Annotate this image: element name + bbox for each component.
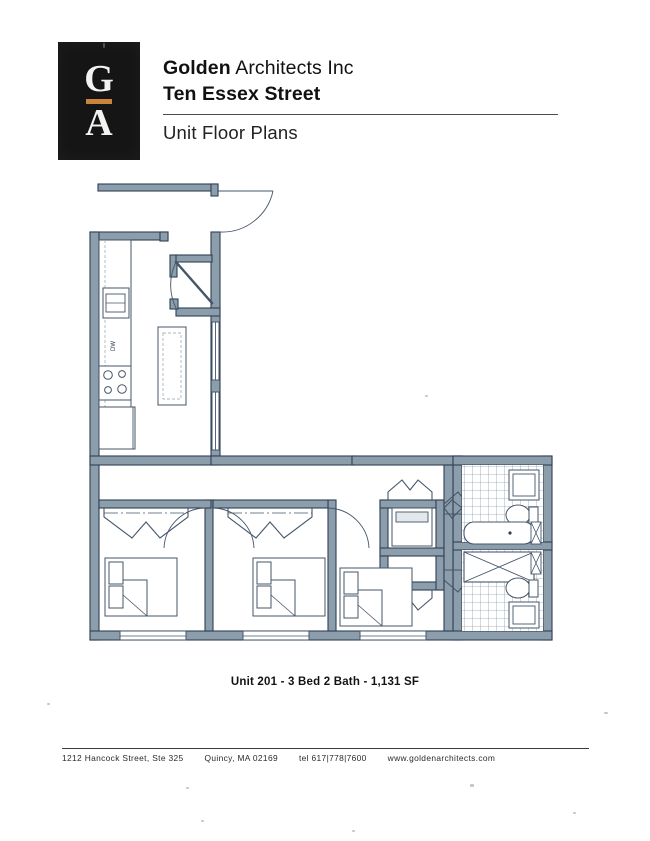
scan-artifact [103, 43, 105, 48]
plan-walls [89, 183, 553, 641]
project-title: Ten Essex Street [163, 83, 321, 105]
scan-artifact [425, 395, 428, 397]
company-name: Golden Architects Inc [163, 55, 563, 81]
footer-city-state-zip: Quincy, MA 02169 [204, 753, 278, 763]
logo-letter-a: A [85, 101, 113, 144]
logo-letter-g: G [84, 57, 114, 100]
floor-plan-drawing: DW [0, 170, 650, 670]
scan-artifact [47, 703, 50, 705]
bedroom-furniture [104, 557, 413, 627]
bathroom-1 [462, 465, 543, 545]
scan-artifact [201, 820, 204, 822]
scan-artifact [186, 787, 189, 789]
kitchen-fixtures: DW [98, 239, 187, 450]
logo-divider-bar [86, 98, 112, 104]
washer-dryer [391, 507, 433, 547]
scan-artifact [573, 812, 576, 814]
footer-phone: tel 617|778|7600 [298, 753, 367, 763]
sheet-header: G A Golden Architects Inc Ten Essex Stre… [0, 0, 650, 180]
footer-address: 1212 Hancock Street, Ste 325 [62, 753, 184, 763]
sheet-footer: 1212 Hancock Street, Ste 325 Quincy, MA … [62, 753, 589, 763]
plan-caption: Unit 201 - 3 Bed 2 Bath - 1,131 SF [230, 676, 420, 688]
sheet-title: Unit Floor Plans [163, 122, 298, 143]
plan-windows [119, 321, 427, 641]
floor-plan-svg: DW [89, 183, 553, 641]
header-text-block: Golden Architects Inc Ten Essex Street U… [163, 55, 563, 145]
bathroom-2 [462, 550, 543, 631]
company-name-rest: Architects Inc [230, 57, 354, 79]
header-divider [163, 114, 558, 115]
golden-architects-logo: G A [58, 42, 140, 160]
scan-artifact [352, 830, 355, 832]
footer-divider [62, 748, 589, 749]
scan-artifact [470, 784, 474, 787]
dishwasher-label: DW [111, 341, 117, 351]
company-name-bold: Golden [163, 57, 231, 79]
footer-website: www.goldenarchitects.com [387, 753, 496, 763]
scan-artifact [604, 712, 608, 714]
